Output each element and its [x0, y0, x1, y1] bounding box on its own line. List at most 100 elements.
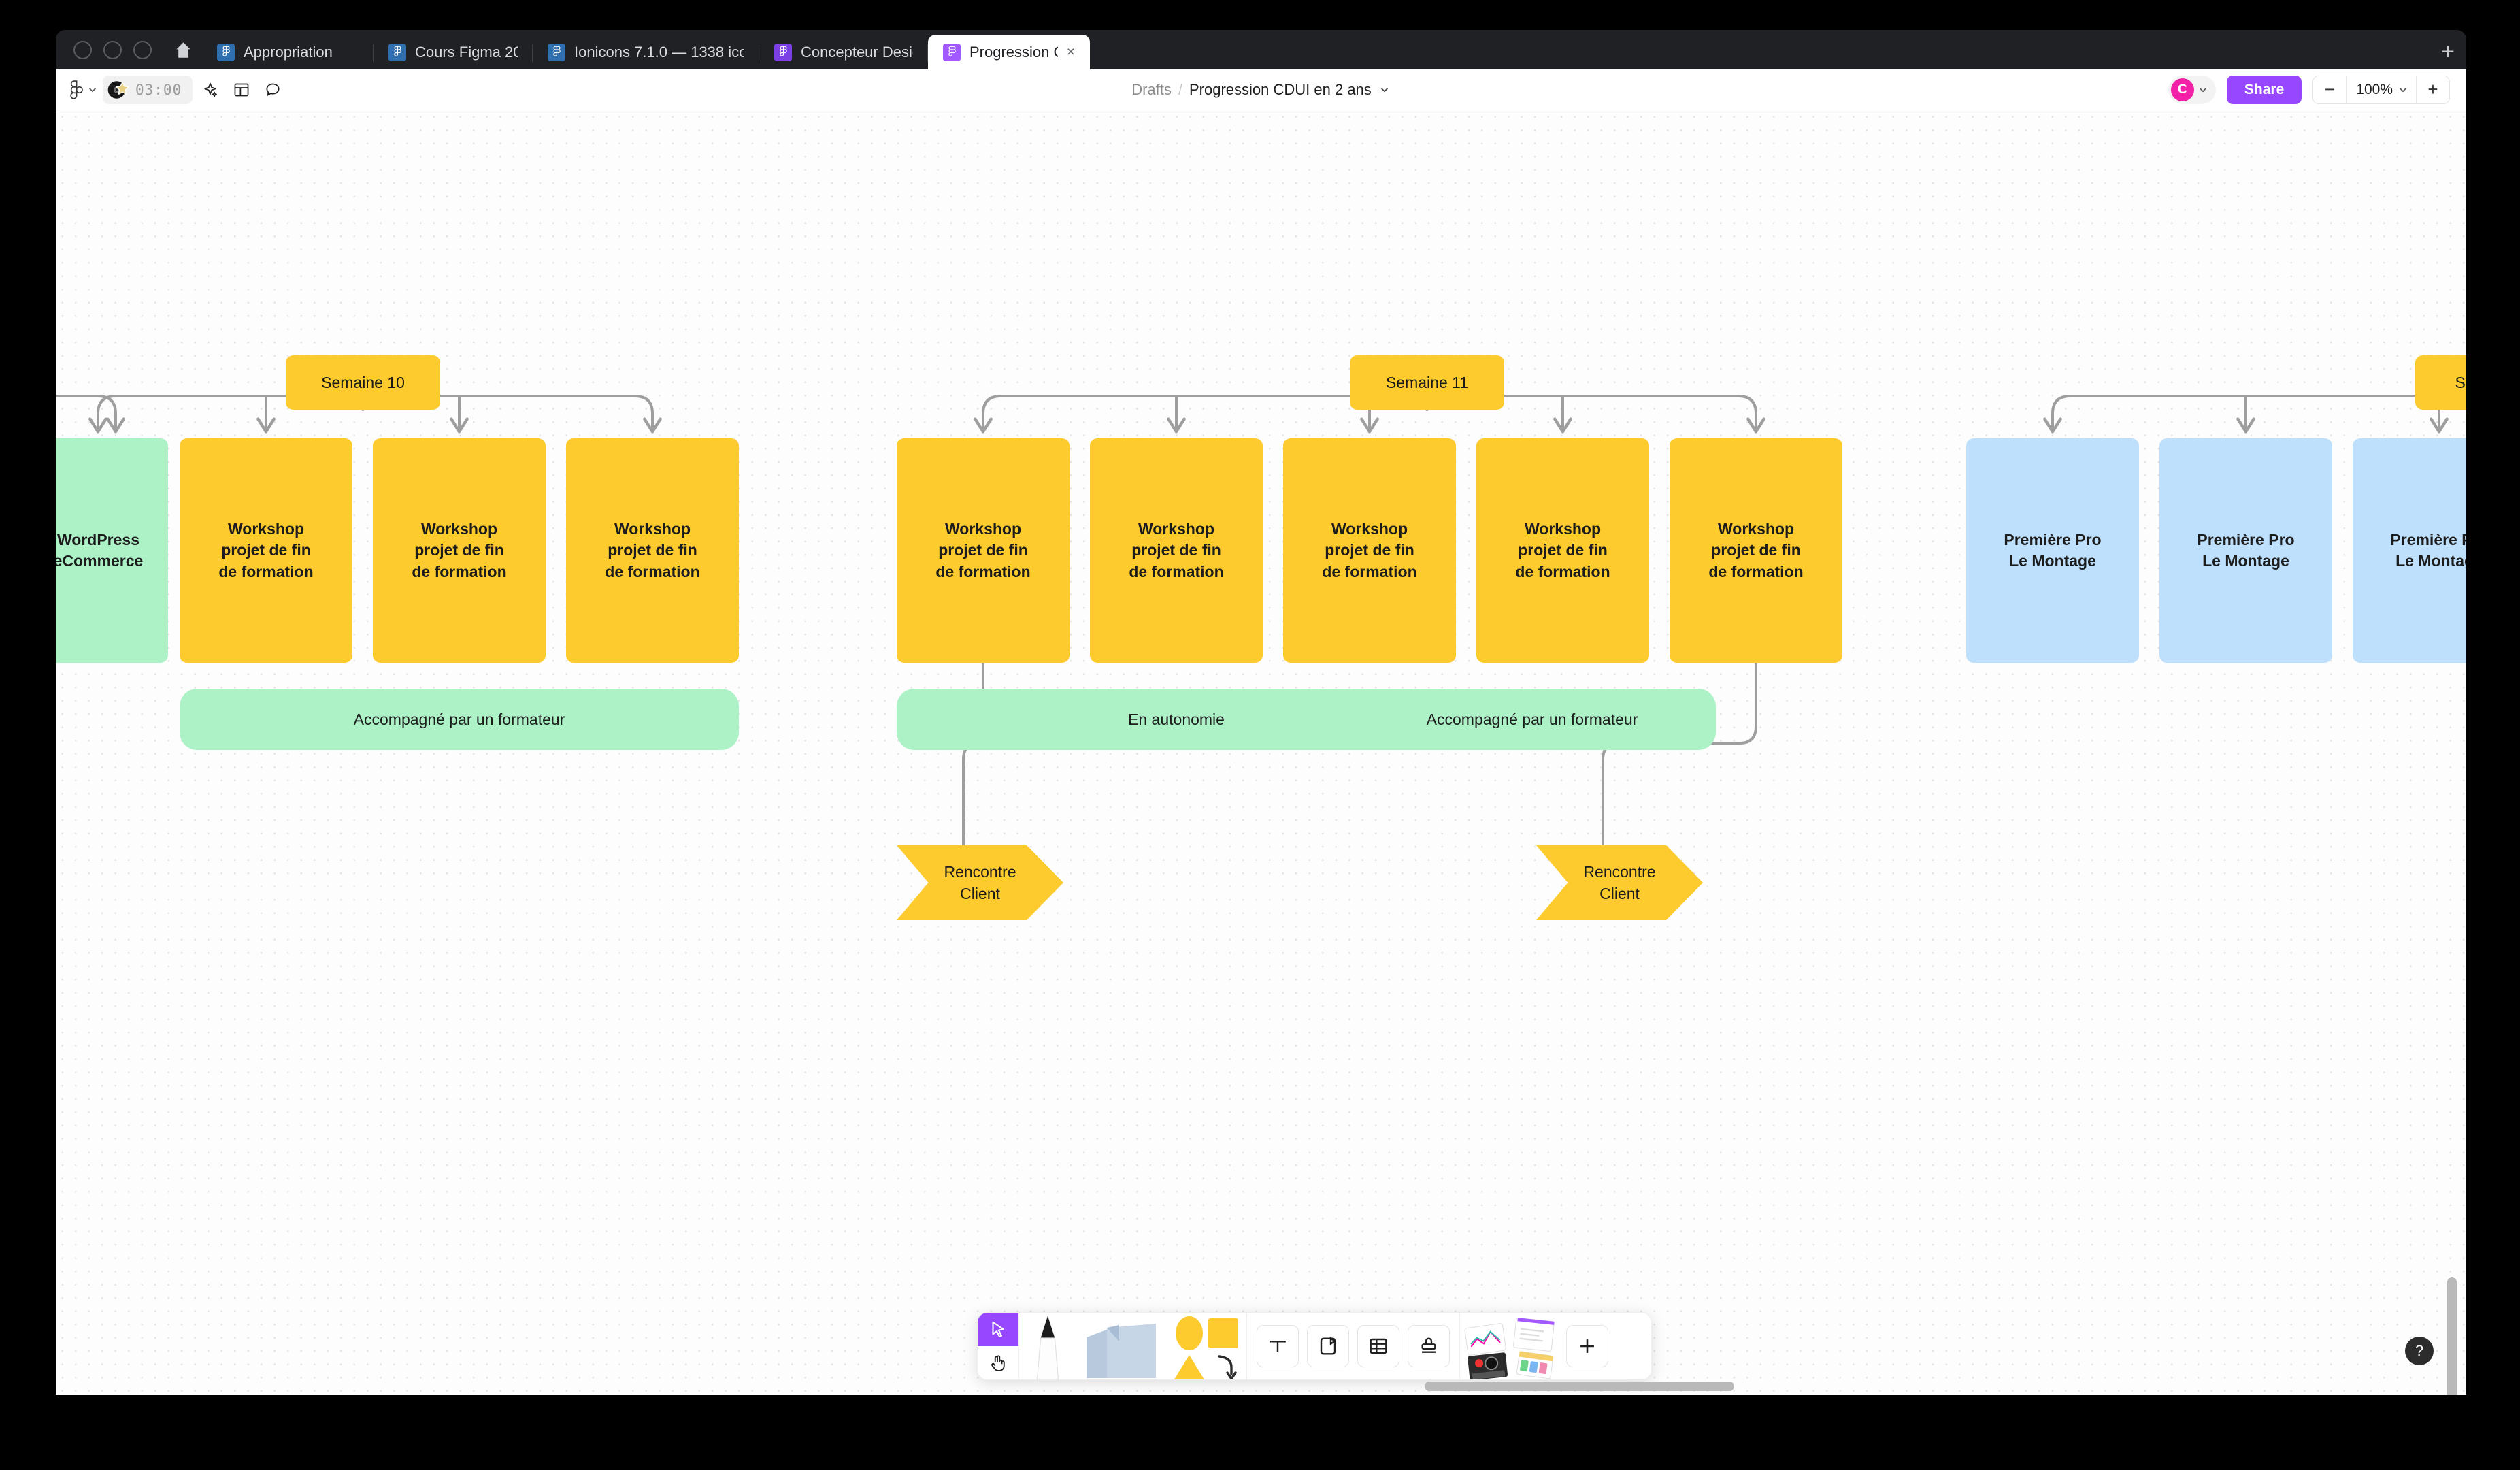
music-timer-widget[interactable]: 03:00	[103, 75, 193, 104]
h-scrollbar[interactable]	[1425, 1382, 1734, 1391]
close-window-button[interactable]	[73, 40, 92, 59]
cursor-arrow-icon[interactable]	[978, 1313, 1018, 1346]
tab-list: Appropriation Cours Figma 2023 Ionicons …	[202, 30, 2430, 69]
toolbar-divider	[1459, 1313, 1460, 1379]
avatar[interactable]: C	[2170, 78, 2194, 101]
close-tab-icon[interactable]: ×	[1066, 44, 1075, 60]
breadcrumb-project[interactable]: Drafts	[1131, 81, 1172, 98]
figma-icon	[217, 43, 235, 61]
browser-tab-active[interactable]: Progression CDUI en 2 ans ×	[928, 35, 1090, 69]
zoom-controls: − 100% +	[2312, 75, 2450, 104]
chevron-down-icon[interactable]	[1378, 84, 1391, 96]
music-timer-icon	[107, 78, 130, 101]
shapes-connector-icon[interactable]	[1167, 1313, 1246, 1379]
maximize-window-button[interactable]	[133, 40, 152, 59]
new-tab-button[interactable]: +	[2441, 39, 2455, 65]
window-controls	[56, 30, 164, 69]
object-tools-group	[1247, 1313, 1459, 1379]
home-icon[interactable]	[164, 30, 202, 69]
week-header-node[interactable]: Semaine 11	[1350, 355, 1504, 410]
figma-icon	[388, 43, 406, 61]
help-button[interactable]: ?	[2405, 1337, 2434, 1365]
browser-tab-title: Cours Figma 2023	[415, 43, 518, 61]
zoom-level-value: 100%	[2356, 81, 2393, 97]
share-button[interactable]: Share	[2226, 75, 2302, 104]
browser-tab[interactable]: Concepteur Designer UI	[759, 35, 928, 69]
widgets-media-icon[interactable]	[1460, 1313, 1562, 1379]
v-scrollbar[interactable]	[2447, 1277, 2457, 1395]
collaborators-group[interactable]: C	[2168, 75, 2216, 104]
figma-app-bar: 03:00 Drafts / Progress	[56, 69, 2466, 110]
toolbar-divider	[1246, 1313, 1247, 1379]
browser-tab[interactable]: Cours Figma 2023	[374, 35, 533, 69]
mode-pill-label: En autonomie	[1128, 710, 1225, 728]
figma-icon	[548, 43, 565, 61]
layout-grid-icon[interactable]	[228, 76, 255, 103]
chevron-down-icon[interactable]	[2197, 84, 2209, 96]
section-frame-icon[interactable]	[1307, 1325, 1349, 1367]
week-header-label: Semaine 10	[321, 373, 405, 391]
browser-tab[interactable]: Ionicons 7.1.0 — 1338 icons pack (C	[533, 35, 759, 69]
sparkle-icon[interactable]	[197, 76, 224, 103]
timer-value: 03:00	[135, 81, 182, 98]
mode-pill[interactable]: Accompagné par un formateur	[180, 689, 739, 750]
comment-bubble-icon[interactable]	[259, 76, 286, 103]
stamp-icon[interactable]	[1408, 1325, 1450, 1367]
sticky-notes-icon[interactable]	[1076, 1313, 1167, 1379]
hand-pan-icon[interactable]	[978, 1346, 1018, 1379]
browser-tab[interactable]: Appropriation	[202, 35, 374, 69]
pen-marker-icon[interactable]	[1019, 1313, 1076, 1379]
app-bar-right-controls: C Share − 100% +	[2168, 75, 2466, 104]
browser-tab-title: Progression CDUI en 2 ans	[969, 43, 1058, 61]
zoom-level-selector[interactable]: 100%	[2346, 76, 2417, 103]
figjam-toolbar	[977, 1312, 1652, 1380]
browser-tab-strip: Appropriation Cours Figma 2023 Ionicons …	[56, 30, 2466, 69]
app-bar-left-tools: 03:00	[56, 75, 286, 104]
mode-pill-label: Accompagné par un formateur	[1426, 710, 1638, 728]
figma-menu-icon[interactable]	[69, 76, 99, 103]
week-header-node[interactable]: Semaine 1	[2415, 355, 2466, 410]
media-tools-group	[1460, 1313, 1619, 1379]
week-header-label: Semaine 1	[2455, 373, 2466, 391]
toolbar-divider	[1018, 1313, 1019, 1379]
figjam-canvas[interactable]: Semaine 10 Semaine 11 Semaine 1 WordPresseC…	[56, 110, 2466, 1395]
minimize-window-button[interactable]	[103, 40, 122, 59]
week-header-node[interactable]: Semaine 10	[286, 355, 440, 410]
creation-tools-group	[1019, 1313, 1246, 1379]
zoom-in-button[interactable]: +	[2427, 79, 2438, 99]
chevron-down-icon	[2399, 87, 2407, 92]
table-icon[interactable]	[1357, 1325, 1399, 1367]
more-tools-button[interactable]	[1566, 1325, 1608, 1367]
breadcrumb-file-name[interactable]: Progression CDUI en 2 ans	[1189, 81, 1372, 98]
zoom-out-button[interactable]: −	[2324, 79, 2335, 99]
week-header-label: Semaine 11	[1385, 373, 1469, 391]
text-tool-icon[interactable]	[1257, 1325, 1299, 1367]
figjam-icon	[943, 43, 961, 61]
mode-pill[interactable]: Accompagné par un formateur	[1348, 689, 1716, 750]
browser-tab-title: Ionicons 7.1.0 — 1338 icons pack (C	[574, 43, 744, 61]
